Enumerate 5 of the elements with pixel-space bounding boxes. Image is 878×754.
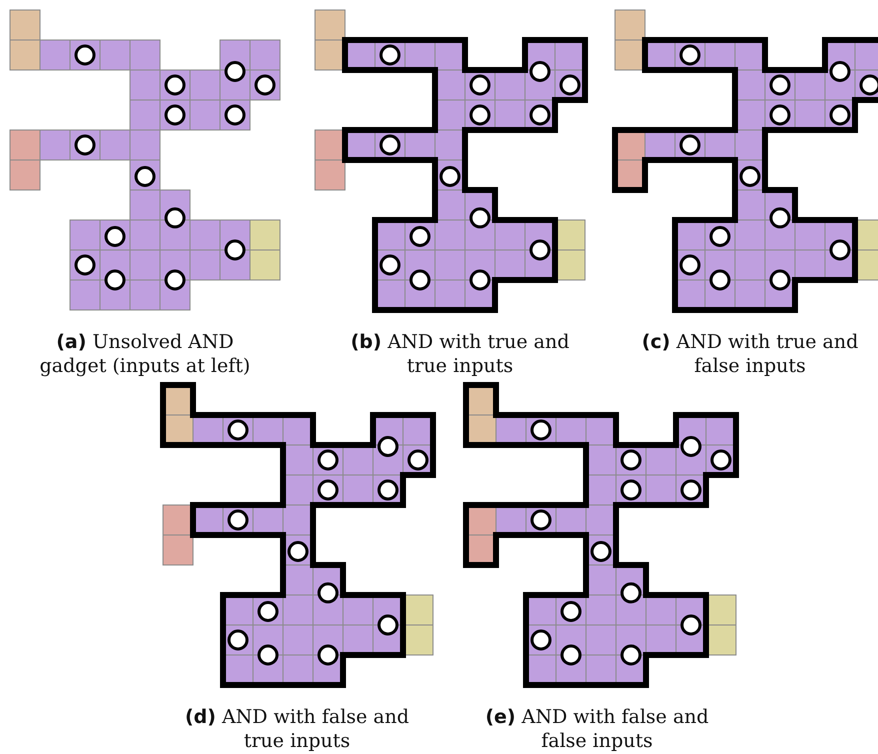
figure-caption: (a) Unsolved AND gadget (inputs at left) (38, 330, 252, 378)
figure-caption: (e) AND with false and false inputs (484, 705, 710, 753)
figure-caption: (d) AND with false and true inputs (184, 705, 410, 753)
figure-caption: (c) AND with true and false inputs (640, 330, 860, 378)
figure-caption: (b) AND with true and true inputs (350, 330, 570, 378)
